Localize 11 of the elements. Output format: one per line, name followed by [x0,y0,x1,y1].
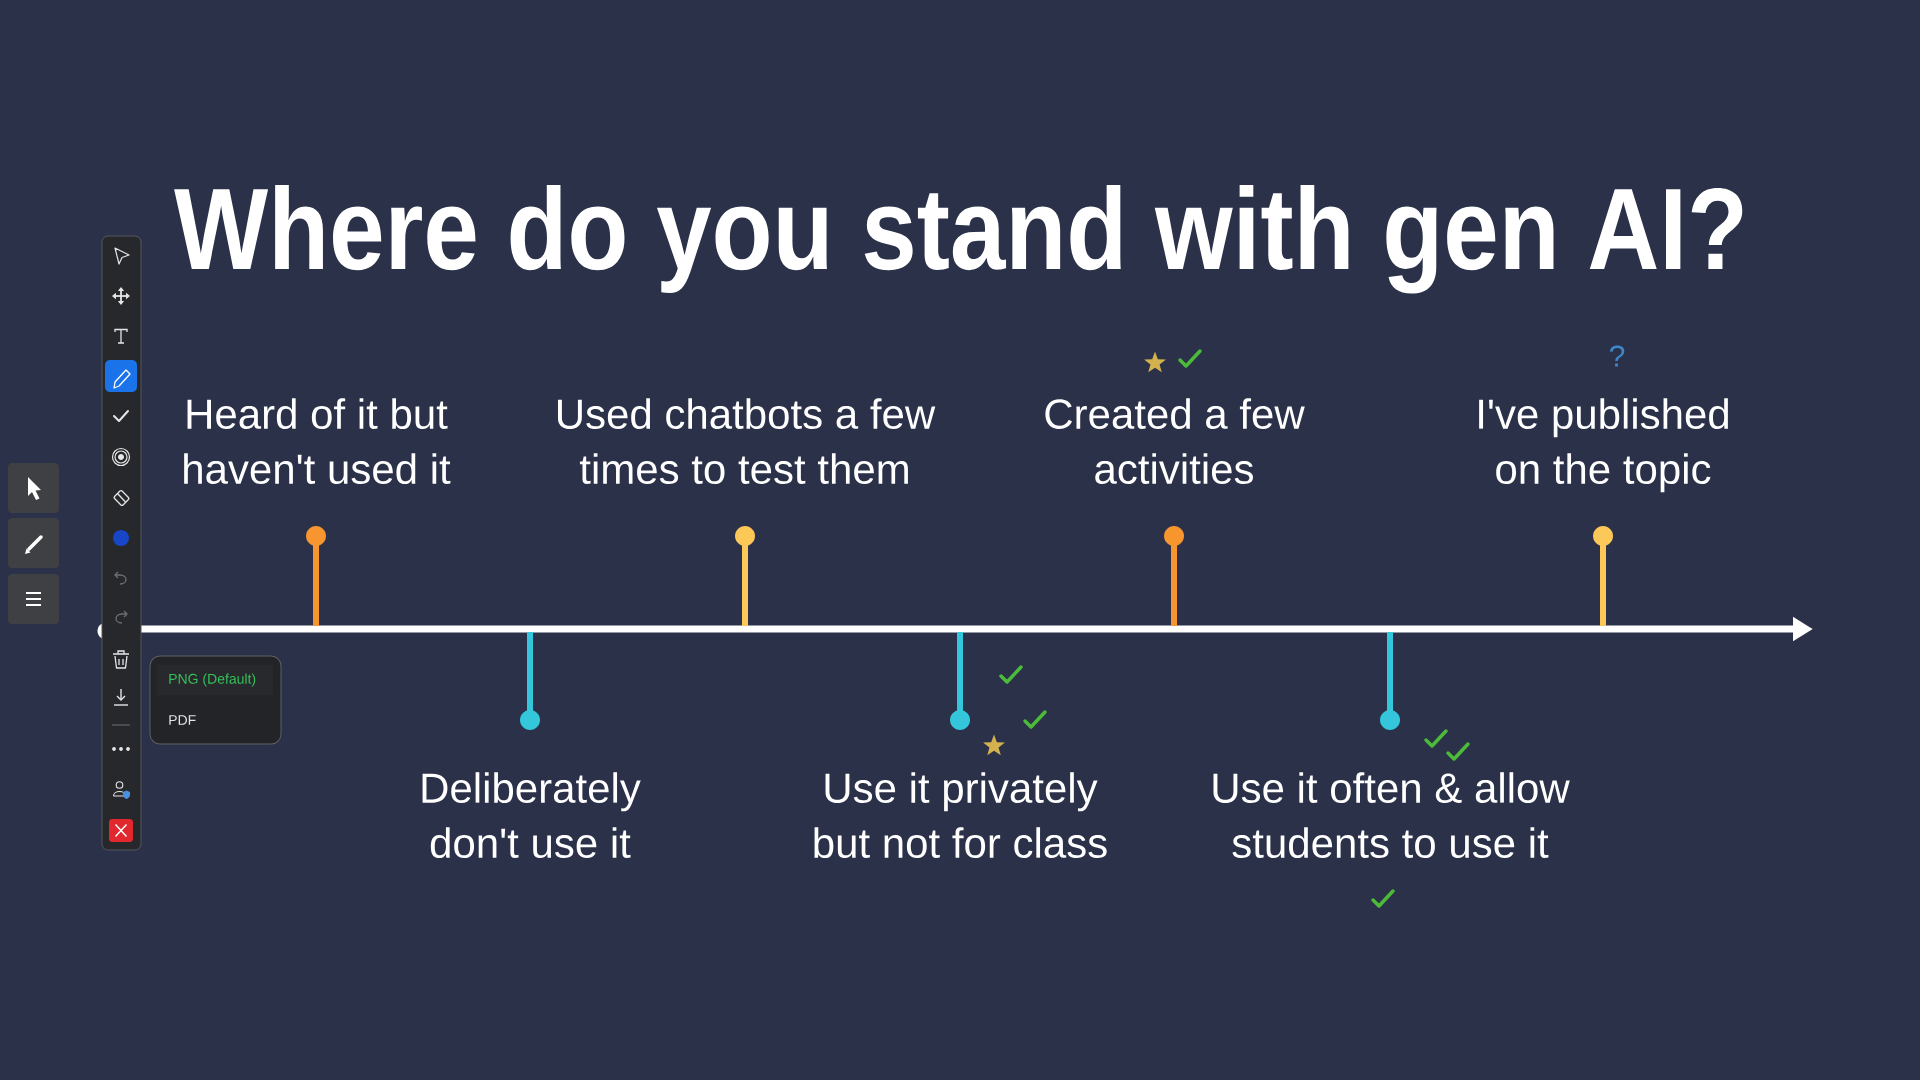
timeline-label: Used chatbots a few times to test them [558,398,936,485]
title: Where do you stand with gen AI? [174,184,1743,294]
timeline-label: Use it often & allow students to use it [1213,772,1570,859]
timeline-label: Deliberately don't use it [422,772,641,859]
question-mark: ? [1609,345,1625,367]
menu-item: PDF [169,715,196,725]
timeline-label: Use it privately but not for class [814,772,1107,859]
timeline-label: Heard of it but haven't used it [184,398,451,485]
menu-item: PNG (Default) [157,665,273,695]
timeline-label: I've published on the topic [1479,398,1728,493]
timeline-label: Created a few activities [1045,398,1305,485]
